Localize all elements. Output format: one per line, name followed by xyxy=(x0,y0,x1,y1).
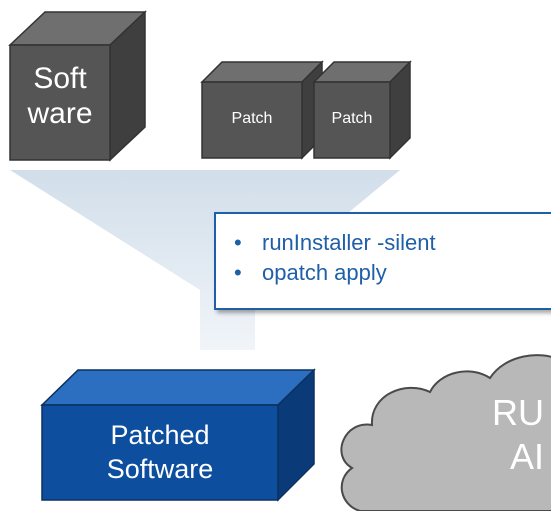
command-text: opatch apply xyxy=(262,260,387,285)
patch-cube-2 xyxy=(312,60,412,160)
cloud-shape xyxy=(340,354,551,511)
bullet-icon: • xyxy=(234,230,242,255)
cloud-label-line1: RU xyxy=(492,392,544,433)
software-label-line2: ware xyxy=(27,96,93,130)
cloud-label-line2: AI xyxy=(510,436,545,477)
patch-label-2: Patch xyxy=(331,110,373,127)
command-item: • opatch apply xyxy=(234,258,551,288)
patched-label-line1: Patched xyxy=(110,420,210,450)
patch-label-1: Patch xyxy=(231,110,273,127)
software-label: Soft ware xyxy=(10,62,110,131)
commands-callout: • runInstaller -silent • opatch apply xyxy=(214,212,551,310)
patched-label-line2: Software xyxy=(106,454,214,484)
command-item: • runInstaller -silent xyxy=(234,228,551,258)
software-cube xyxy=(8,10,147,162)
software-label-line1: Soft xyxy=(33,62,87,95)
command-text: runInstaller -silent xyxy=(262,230,436,255)
patched-software-label: Patched Software xyxy=(42,418,278,486)
bullet-icon: • xyxy=(234,260,242,285)
patched-software-cube xyxy=(40,368,316,502)
